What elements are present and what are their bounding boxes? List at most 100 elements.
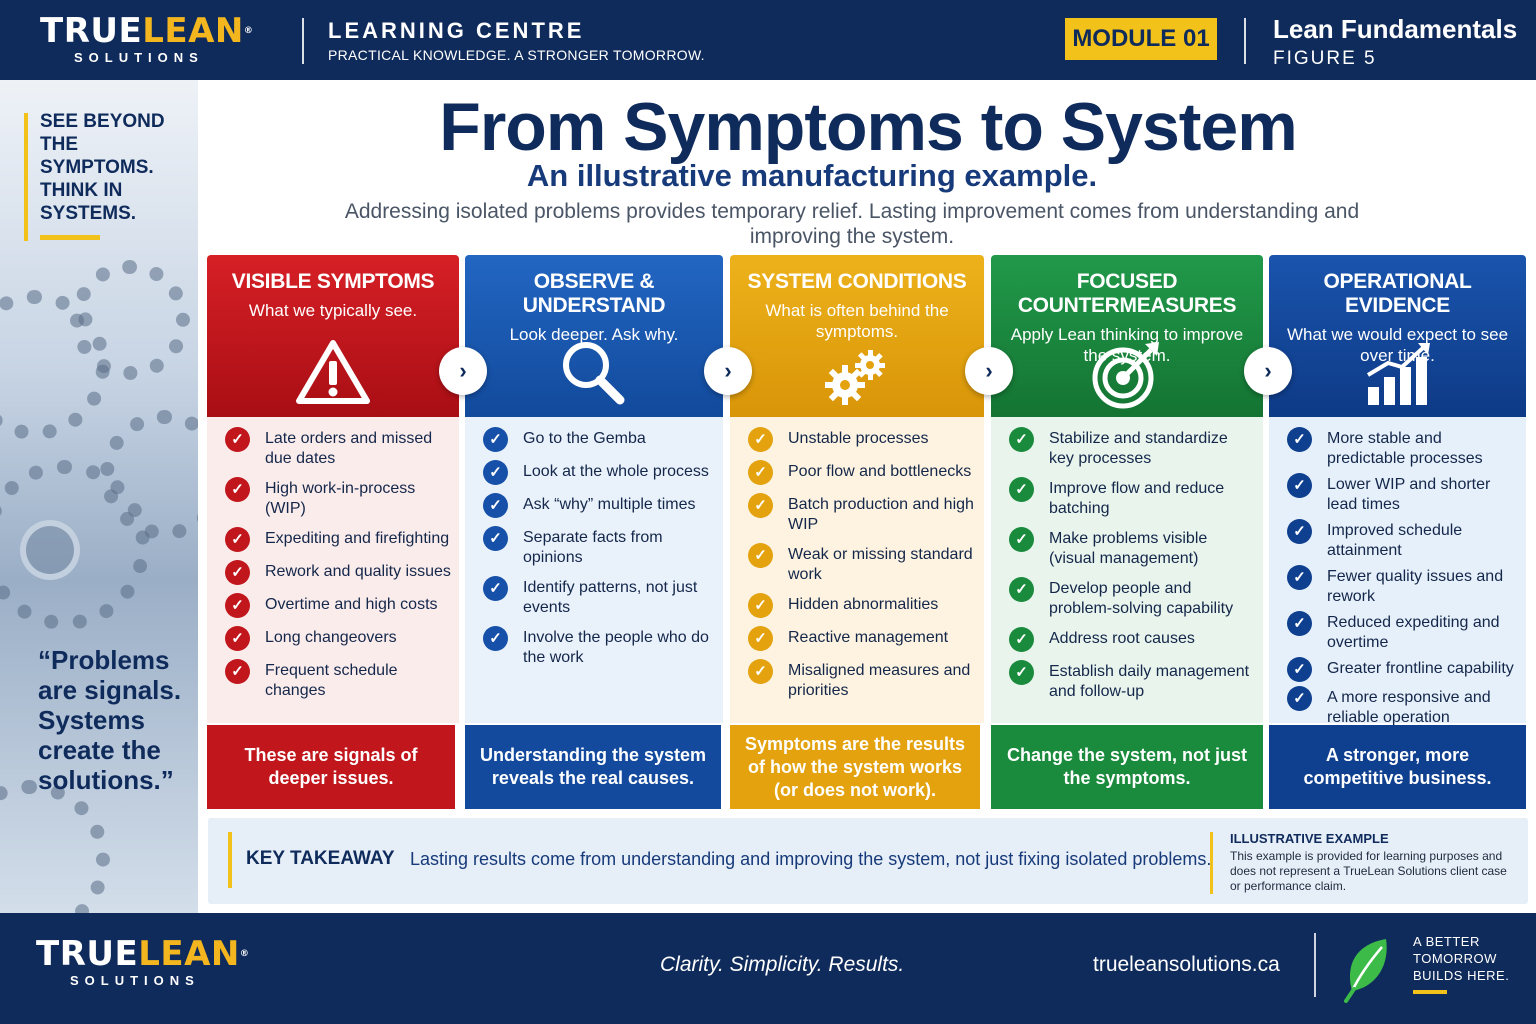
accent-bar [24,113,28,241]
check-icon: ✓ [1287,519,1312,544]
item-text: Rework and quality issues [265,563,451,580]
brand-logo[interactable]: TRUELEAN® SOLUTIONS [36,937,249,988]
list-item: ✓ Weak or missing standard work [748,543,978,585]
accent-underline [1413,990,1447,994]
item-text: Weak or missing standard work [788,546,973,583]
check-icon: ✓ [748,659,773,684]
column-body: ✓Go to the Gemba ✓Look at the whole proc… [465,417,723,723]
registered-mark: ® [243,26,254,36]
growth-chart-icon [1366,343,1430,405]
check-icon: ✓ [483,493,508,518]
check-icon: ✓ [1287,611,1312,636]
column-footer: A stronger, more competitive business. [1269,725,1526,809]
list-item: ✓Look at the whole process [483,460,717,485]
takeaway-label: KEY TAKEAWAY [246,848,395,869]
item-text: Late orders and missed due dates [265,430,433,467]
check-icon: ✓ [748,493,773,518]
learning-centre-tagline: PRACTICAL KNOWLEDGE. A STRONGER TOMORROW… [328,47,705,63]
item-text: Identify patterns, not just events [523,579,698,616]
brand-word-true: TRUE [40,11,143,51]
column-subtitle: Look deeper. Ask why. [509,325,679,344]
column-body: ✓Unstable processes ✓Poor flow and bottl… [730,417,984,723]
check-icon: ✓ [1287,657,1312,682]
list-item: ✓ Ask “why” multiple times [483,493,717,518]
check-icon: ✓ [748,543,773,568]
item-list: ✓Go to the Gemba ✓Look at the whole proc… [483,427,717,678]
item-text: Batch production and high WIP [788,496,974,533]
brand-word-lean: LEAN [138,934,240,974]
website-link[interactable]: trueleansolutions.ca [1093,953,1280,976]
brand-word-lean: LEAN [142,11,244,51]
chevron-right-icon[interactable]: › [1244,347,1292,395]
check-icon: ✓ [225,477,250,502]
column-footer: Understanding the system reveals the rea… [465,725,721,809]
list-item: ✓Overtime and high costs [225,593,453,618]
left-intro-text: SEE BEYOND THE SYMPTOMS. THINK IN SYSTEM… [40,111,165,224]
item-text: Reduced expediting and overtime [1327,614,1500,651]
check-icon: ✓ [1009,427,1034,452]
list-item: ✓ Rework and quality issues [225,560,453,585]
item-list: ✓Unstable processes ✓Poor flow and bottl… [748,427,978,711]
list-item: ✓ Reduced expediting and overtime [1287,611,1520,653]
list-item: ✓ Identify patterns, not just events [483,576,717,618]
registered-mark: ® [239,949,250,959]
list-item: ✓Lower WIP and shorter lead times [1287,473,1520,515]
footer-motto: A BETTER TOMORROW BUILDS HERE. [1413,934,1510,983]
header-bar: TRUELEAN® SOLUTIONS LEARNING CENTRE PRAC… [0,0,1536,80]
list-item: ✓Address root causes [1009,627,1257,652]
header-divider [302,18,304,64]
list-item: ✓Fewer quality issues and rework [1287,565,1520,607]
column-subtitle: What is often behind the symptoms. [765,301,949,341]
item-list: ✓More stable and predictable processes ✓… [1287,427,1520,734]
list-item: ✓A more responsive and reliable operatio… [1287,686,1520,728]
list-item: ✓Involve the people who do the work [483,626,717,668]
item-text: Look at the whole process [523,463,709,480]
course-title: Lean Fundamentals [1273,14,1518,44]
leaf-icon [1344,939,1387,1003]
column-body: ✓ Late orders and missed due dates ✓ High … [207,417,459,723]
check-icon: ✓ [225,427,250,452]
check-icon: ✓ [1287,473,1312,498]
target-icon [1092,342,1159,409]
check-icon: ✓ [1009,477,1034,502]
chevron-right-icon[interactable]: › [439,347,487,395]
item-text: Improved schedule attainment [1327,522,1463,559]
figure-label: FIGURE 5 [1273,48,1377,69]
illustrative-disclaimer: This example is provided for learning pu… [1230,849,1507,893]
key-takeaway-panel: KEY TAKEAWAY Lasting results come from u… [208,818,1528,904]
column-header: OBSERVE & UNDERSTAND Look deeper. Ask wh… [465,255,723,417]
list-item: ✓ Misaligned measures and priorities [748,659,978,701]
column-title: FOCUSED COUNTERMEASURES [1017,270,1237,317]
check-icon: ✓ [748,626,773,651]
footer-bar: TRUELEAN® SOLUTIONS Clarity. Simplicity.… [0,913,1536,1024]
item-text: Ask “why” multiple times [523,496,696,513]
list-item: ✓ Stabilize and standardize key processes [1009,427,1257,469]
item-text: Stabilize and standardize key processes [1049,430,1228,467]
gears-icon [825,350,885,405]
item-text: Long changeovers [265,629,397,646]
chevron-right-icon[interactable]: › [704,347,752,395]
item-text: Reactive management [788,629,949,646]
column-footer: Change the system, not just the symptoms… [991,725,1263,809]
column-title: OPERATIONAL EVIDENCE [1323,270,1472,317]
page-title: From Symptoms to System [439,89,1297,165]
item-text: Misaligned measures and priorities [788,662,971,699]
list-item: ✓Poor flow and bottlenecks [748,460,978,485]
chevron-right-icon[interactable]: › [965,347,1013,395]
item-text: Greater frontline capability [1327,660,1514,677]
gear-background-icon [0,780,110,913]
brand-logo[interactable]: TRUELEAN® SOLUTIONS [40,14,253,65]
list-item: ✓Make problems visible (visual managemen… [1009,527,1257,569]
check-icon: ✓ [1287,565,1312,590]
accent-underline [40,235,100,240]
item-text: High work-in-process (WIP) [265,480,416,517]
column-header: SYSTEM CONDITIONS What is often behind t… [730,255,984,417]
check-icon: ✓ [483,576,508,601]
check-icon: ✓ [225,560,250,585]
item-text: Separate facts from opinions [523,529,663,566]
list-item: ✓Expediting and firefighting [225,527,453,552]
column-title: OBSERVE & UNDERSTAND [522,270,666,317]
brand-word-true: TRUE [36,934,139,974]
item-list: ✓ Stabilize and standardize key processes… [1009,427,1257,712]
item-text: Poor flow and bottlenecks [788,463,972,480]
